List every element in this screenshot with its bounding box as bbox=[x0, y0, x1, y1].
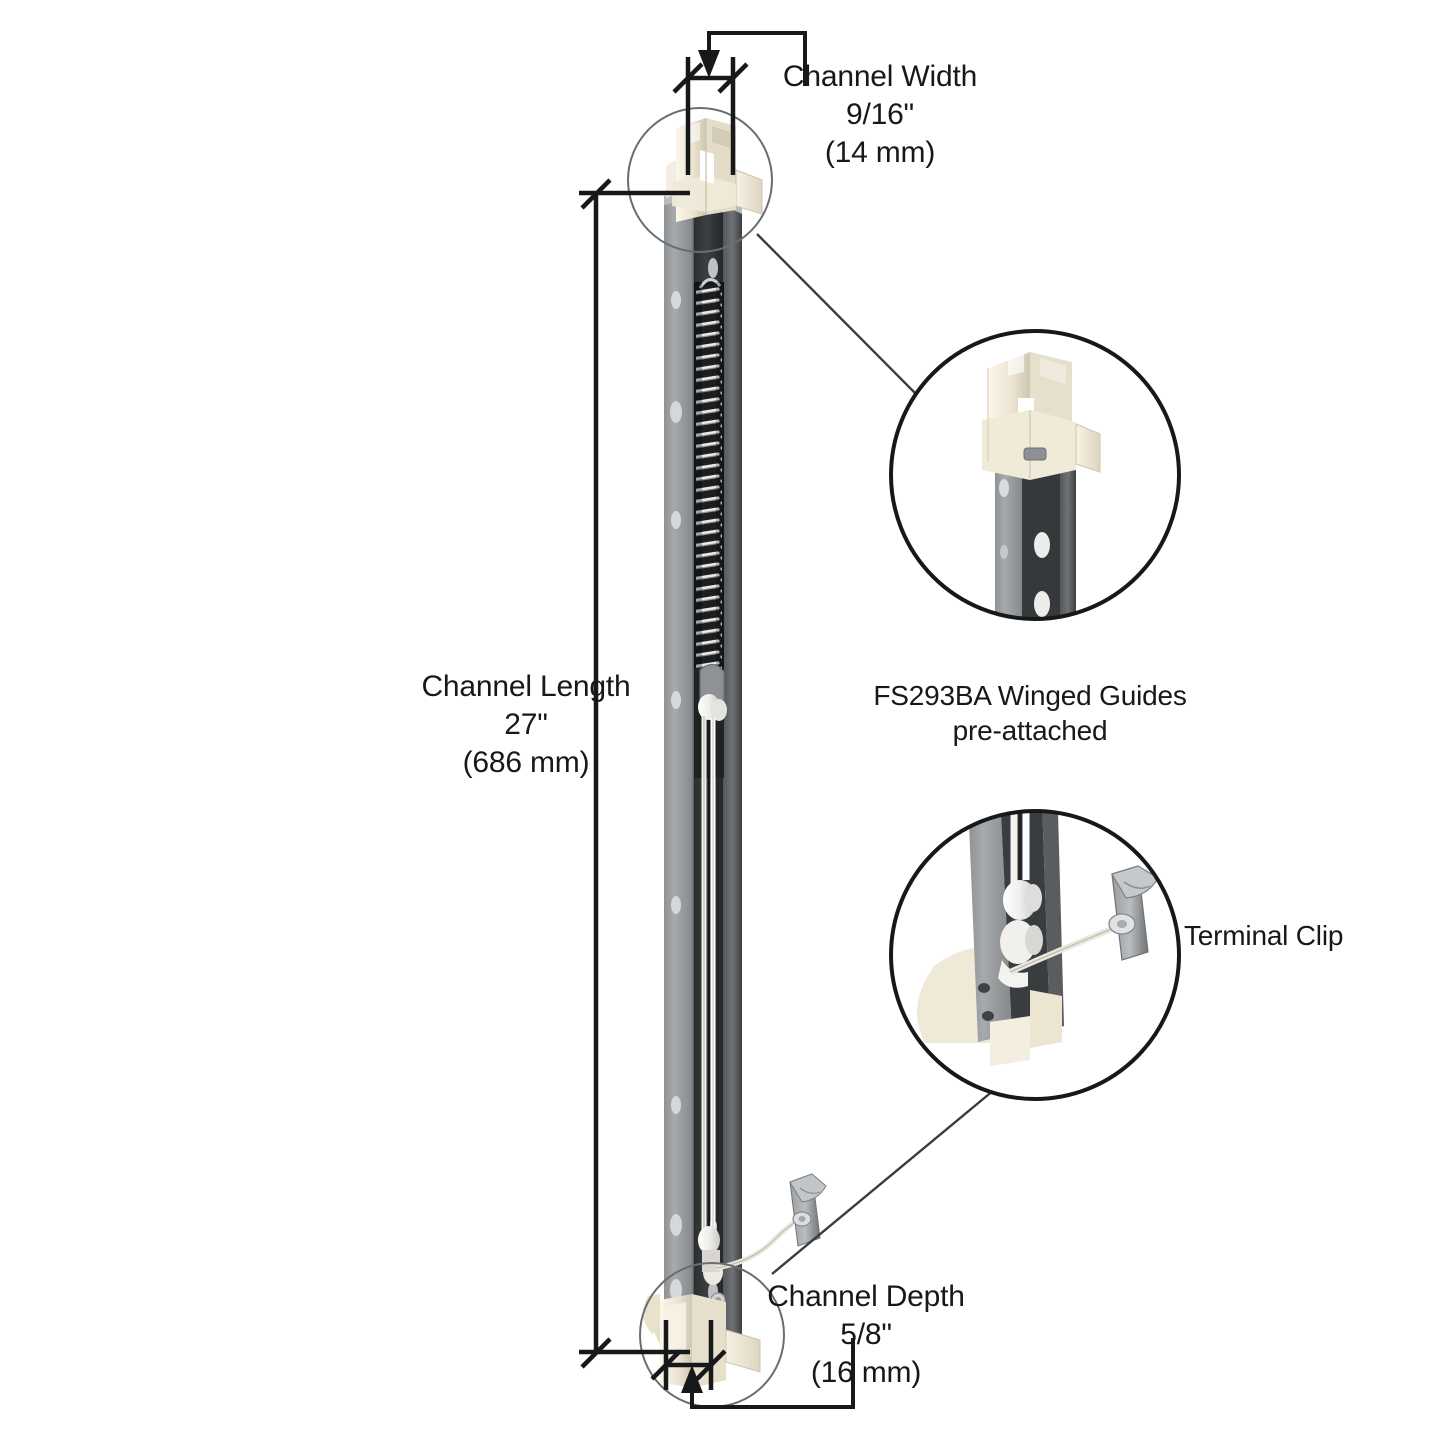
source-circle-top bbox=[627, 107, 773, 253]
magnifier-circle-top bbox=[889, 329, 1181, 621]
leader-line-bottom bbox=[771, 1084, 1001, 1275]
dimension-channel-depth bbox=[650, 1320, 855, 1409]
width-leader bbox=[707, 31, 807, 86]
channel-assembly bbox=[642, 118, 827, 1388]
channel-right-flange bbox=[723, 196, 742, 1352]
guide-wing-right-bottom bbox=[725, 1329, 761, 1373]
guide-wing-right bbox=[735, 169, 763, 215]
magnifier-top-detail bbox=[627, 107, 1181, 621]
dimension-channel-width bbox=[672, 31, 807, 175]
coil-spring bbox=[694, 278, 724, 672]
dimension-channel-length bbox=[579, 178, 690, 1369]
pulley-assembly bbox=[694, 663, 727, 1238]
terminal-clip bbox=[715, 1173, 827, 1271]
magnifier-bottom-detail bbox=[639, 809, 1181, 1408]
leader-line-top bbox=[756, 233, 919, 397]
caption-channel-depth: Channel Depth 5/8" (16 mm) bbox=[767, 1280, 965, 1389]
winged-guide-top bbox=[666, 118, 763, 222]
channel-punch-holes bbox=[670, 291, 682, 1301]
caption-channel-length: Channel Length 27" (686 mm) bbox=[421, 670, 631, 779]
channel-left-flange bbox=[664, 190, 693, 1352]
caption-channel-width: Channel Width 9/16" (14 mm) bbox=[782, 60, 978, 169]
depth-arrowhead bbox=[681, 1365, 703, 1393]
caption-winged-guides: FS293BA Winged Guides pre-attached bbox=[873, 680, 1187, 747]
caption-terminal-clip: Terminal Clip bbox=[1184, 920, 1344, 951]
depth-leader bbox=[690, 1338, 855, 1409]
width-arrowhead bbox=[698, 50, 720, 78]
magnifier-circle-bottom bbox=[889, 809, 1181, 1101]
